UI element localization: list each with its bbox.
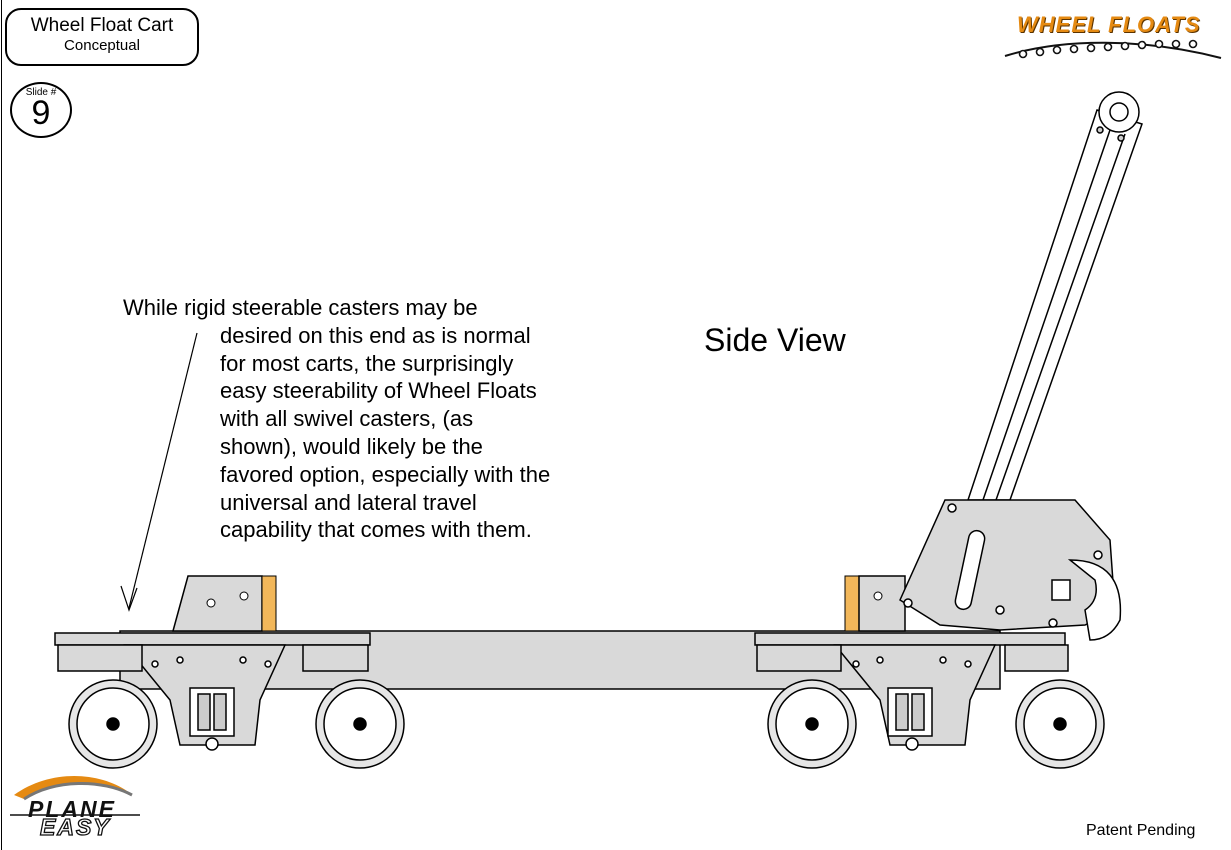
callout-line: for most carts, the surprisingly	[220, 350, 514, 376]
patent-pending-note: Patent Pending	[1086, 822, 1196, 839]
page-title: Wheel Float Cart	[30, 15, 174, 36]
caster-rear-left	[756, 644, 857, 769]
title-box: Wheel Float Cart Conceptual	[5, 8, 199, 66]
callout-line: easy steerability of Wheel Floats	[220, 378, 537, 404]
left-border-line	[1, 0, 2, 850]
slide-number-badge: Slide # 9	[10, 82, 72, 138]
plane-easy-text-bottom: EASY	[39, 813, 111, 840]
left-upright	[172, 575, 277, 632]
callout-line: capability that comes with them.	[220, 517, 532, 543]
caster-front-right	[302, 644, 405, 769]
callout-line: While rigid steerable casters may be	[123, 295, 478, 320]
slide-label: Slide #	[25, 87, 57, 98]
caster-front-left	[57, 644, 158, 769]
plane-easy-text-top: PLANE	[28, 796, 116, 822]
handle-base-plate	[899, 499, 1122, 641]
slide-number: 9	[31, 94, 51, 132]
caster-rear-right	[1004, 644, 1105, 769]
right-upright	[844, 575, 906, 632]
right-float-module	[754, 632, 1066, 751]
callout-line: with all swivel casters, (as	[220, 406, 474, 432]
plane-easy-swoosh	[10, 776, 140, 816]
left-float-module	[54, 632, 371, 751]
wheel-floats-logo-graphic	[1004, 39, 1222, 59]
handle	[966, 91, 1143, 501]
callout-line: desired on this end as is normal	[220, 322, 531, 348]
side-view-label: Side View	[704, 322, 846, 358]
page-subtitle: Conceptual	[64, 37, 140, 54]
callout-arrow	[120, 332, 198, 612]
callout-line: universal and lateral travel	[220, 489, 477, 515]
callout-text: While rigid steerable casters may be des…	[123, 294, 550, 544]
wheel-floats-logo-text: WHEEL FLOATS	[1017, 12, 1201, 37]
plane-easy-logo: PLANE EASY	[10, 773, 146, 841]
wheel-floats-logo: WHEEL FLOATS	[1003, 8, 1225, 68]
callout-line: favored option, especially with the	[220, 461, 551, 487]
callout-line: shown), would likely be the	[220, 433, 483, 459]
